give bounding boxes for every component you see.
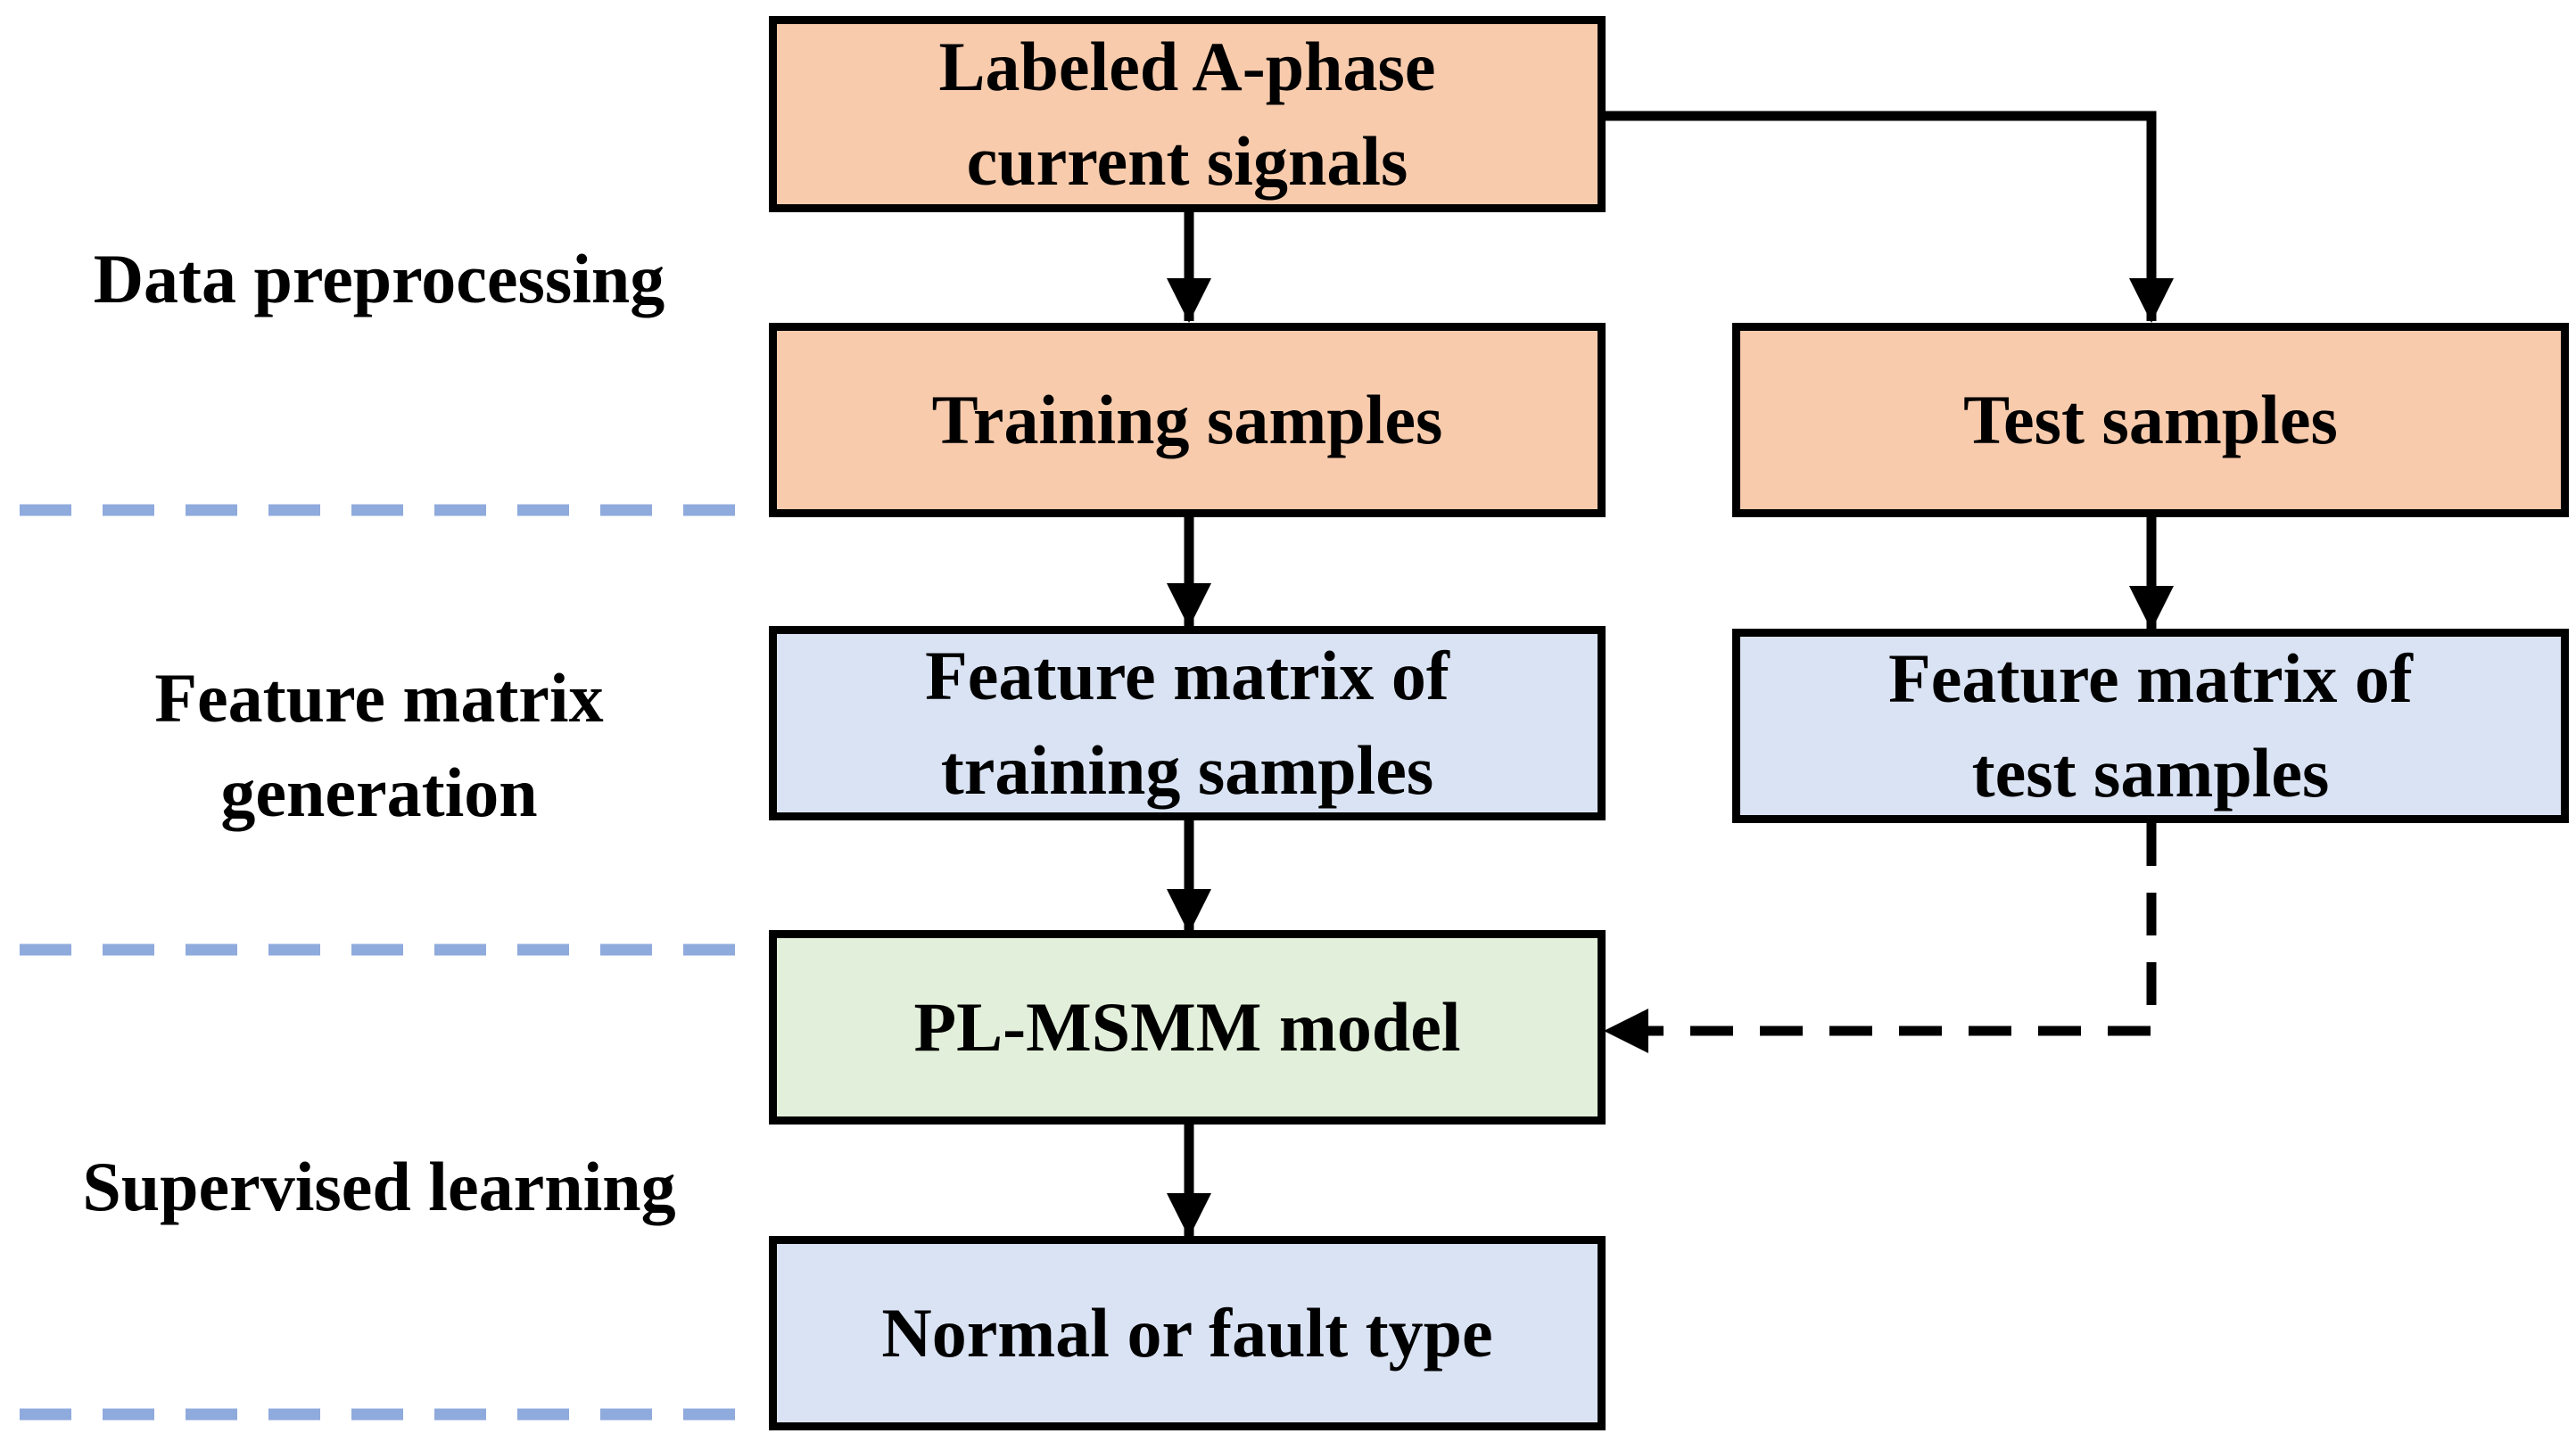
- arrow-signals-to-test: [1601, 111, 2174, 323]
- node-feature-matrix-test: Feature matrix of test samples: [1732, 629, 2569, 823]
- node-test-samples: Test samples: [1732, 323, 2569, 517]
- stage-label-line: Feature matrix: [154, 659, 604, 737]
- node-text-line: current signals: [966, 122, 1408, 200]
- stage-label-data-preprocessing: Data preprocessing: [9, 232, 749, 326]
- node-text-line: Training samples: [931, 381, 1443, 458]
- node-text-line: Test samples: [1963, 381, 2338, 458]
- node-text-line: Feature matrix of: [1888, 639, 2413, 717]
- stage-label-line: Data preprocessing: [93, 240, 665, 317]
- stage-label-line: generation: [220, 754, 538, 831]
- node-normal-or-fault-type: Normal or fault type: [769, 1236, 1606, 1430]
- stage-label-feature-matrix-generation: Feature matrix generation: [9, 651, 749, 840]
- node-pl-msmm-model: PL-MSMM model: [769, 930, 1606, 1125]
- node-feature-matrix-training: Feature matrix of training samples: [769, 626, 1606, 820]
- stage-label-supervised-learning: Supervised learning: [9, 1140, 749, 1234]
- node-text-line: PL-MSMM model: [913, 988, 1461, 1066]
- node-text-line: Feature matrix of: [925, 637, 1449, 714]
- node-text-line: training samples: [940, 731, 1434, 809]
- node-training-samples: Training samples: [769, 323, 1606, 517]
- node-text-line: Normal or fault type: [881, 1294, 1493, 1372]
- node-text-line: test samples: [1971, 734, 2330, 812]
- node-labeled-signals: Labeled A-phase current signals: [769, 16, 1606, 212]
- node-text-line: Labeled A-phase: [938, 28, 1436, 105]
- stage-label-line: Supervised learning: [82, 1148, 676, 1225]
- arrow-test-feature-to-model: [1604, 823, 2157, 1053]
